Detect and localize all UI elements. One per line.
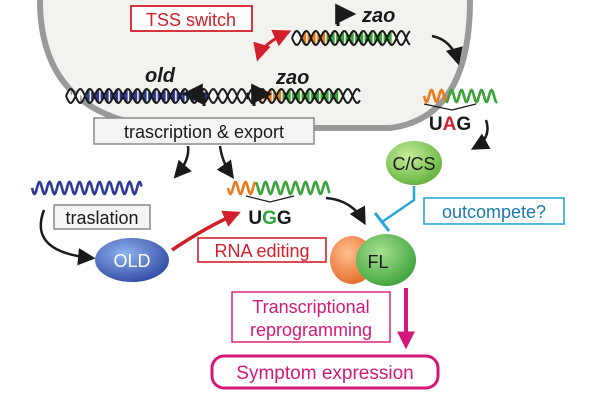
arrow-to-zao-mrna — [216, 145, 235, 179]
ugg-base-g: G — [277, 208, 292, 229]
rna-editing-box — [197, 237, 327, 263]
arrow-old-mrna-to-protein — [39, 209, 96, 266]
cell-nucleus-boundary — [37, 0, 473, 131]
uag-codon-label: UAG — [429, 114, 471, 135]
outcompete-inhibition-line — [381, 186, 416, 224]
uag-base-u: U — [429, 114, 443, 135]
transcription-export-label: trascription & export — [124, 122, 284, 142]
arrow-to-old-mrna — [173, 145, 192, 179]
ccs-protein — [386, 141, 442, 185]
outcompete-box — [423, 197, 565, 225]
dna-strand — [291, 29, 411, 47]
zao-edited-mrna-wave — [226, 180, 331, 196]
mrna-segment — [226, 180, 257, 196]
mrna-segment — [422, 88, 447, 104]
zao-stop-mrna-wave — [422, 88, 498, 104]
outcompete-inhibition-bar — [373, 212, 391, 232]
zao-gene-label: zao — [275, 67, 309, 89]
symptom-expression-box — [210, 354, 440, 390]
arrow-edited-mrna-to-fl — [325, 196, 366, 226]
uag-base-a: A — [443, 114, 457, 135]
mrna-segment — [254, 180, 331, 196]
uag-base-g: G — [456, 114, 471, 135]
reprogramming-label-line1: Transcriptional — [252, 297, 369, 317]
ugg-base-u: U — [248, 208, 262, 229]
uag-codon-bracket — [423, 103, 477, 111]
symptom-expression-label: Symptom expression — [236, 363, 413, 384]
reprogramming-box — [231, 291, 391, 343]
tss-switch-box — [130, 5, 253, 32]
mrna-segment — [445, 88, 498, 104]
zao-gene-dna-top — [291, 29, 411, 47]
tss-switch-arrow — [253, 29, 292, 62]
dna-strand — [291, 29, 411, 47]
zao-top-gene-label: zao — [361, 5, 395, 27]
reprogramming-label-line2: reprogramming — [250, 320, 372, 340]
outcompete-label: outcompete? — [442, 202, 546, 222]
ugg-base-g-edited: G — [262, 208, 277, 229]
ccs-label: C/CS — [392, 154, 435, 174]
zao-top-promoter-arrow-icon — [335, 3, 357, 26]
old-protein — [95, 238, 169, 282]
old-promoter-arrow-icon — [181, 83, 206, 106]
ugg-codon-label: UGG — [248, 208, 291, 229]
old-gene-label: old — [145, 65, 176, 87]
fl-protein-green-domain — [356, 234, 416, 286]
fl-protein-label: FL — [367, 252, 388, 272]
tss-switch-label: TSS switch — [146, 10, 236, 30]
arrow-stop-mrna-to-ccs — [470, 119, 491, 150]
ugg-codon-bracket — [245, 195, 295, 203]
old-mrna-wave — [30, 180, 143, 196]
transcription-export-box — [93, 117, 315, 145]
zao-promoter-arrow-icon — [251, 83, 273, 106]
mrna-segment — [30, 180, 143, 196]
arrow-top-dna-to-mrna — [431, 34, 463, 66]
translation-label: traslation — [65, 208, 138, 228]
dna-strand — [65, 87, 249, 105]
rna-editing-label: RNA editing — [214, 241, 309, 261]
rna-editing-arrow — [171, 210, 241, 252]
old-protein-label: OLD — [113, 251, 150, 271]
translation-box — [53, 204, 151, 230]
